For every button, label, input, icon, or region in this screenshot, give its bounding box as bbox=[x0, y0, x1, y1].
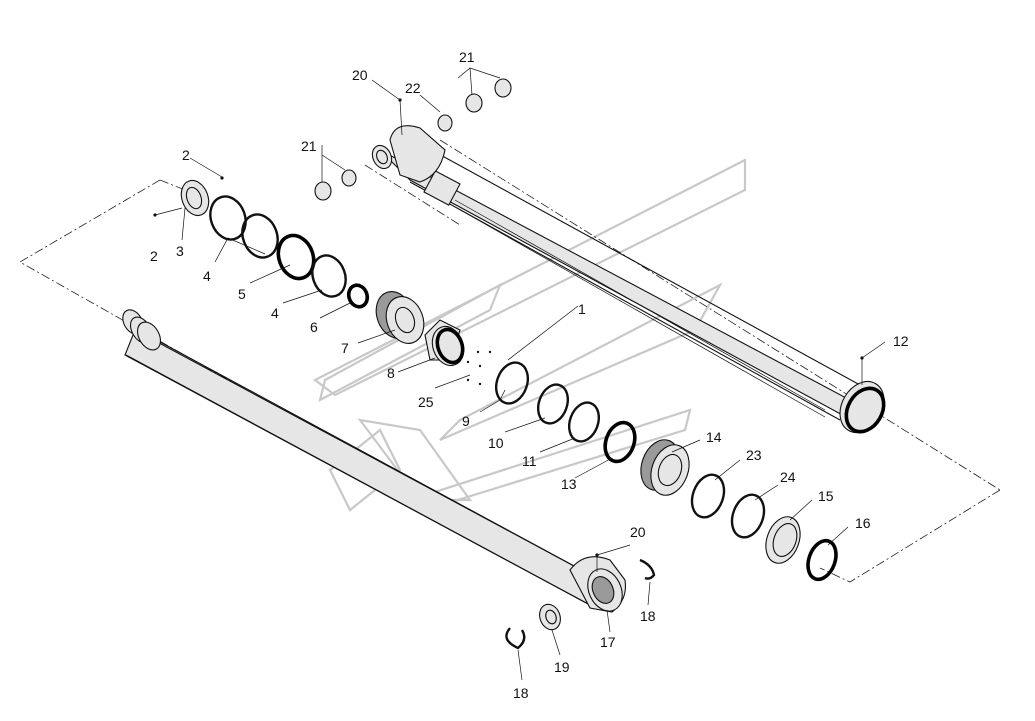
callout-2-upper: 2 bbox=[182, 147, 190, 163]
callout-4-upper: 4 bbox=[203, 268, 211, 284]
callout-6: 6 bbox=[310, 319, 318, 335]
callout-13: 13 bbox=[561, 476, 577, 492]
callout-22: 22 bbox=[405, 80, 421, 96]
callout-3: 3 bbox=[176, 243, 184, 259]
seal-rings-left bbox=[209, 195, 370, 309]
seal-rings-middle bbox=[494, 361, 637, 464]
callout-10: 10 bbox=[488, 435, 504, 451]
callout-4-lower: 4 bbox=[271, 305, 279, 321]
callout-21-upper: 21 bbox=[459, 49, 475, 65]
callout-9: 9 bbox=[462, 413, 470, 429]
callout-17: 17 bbox=[600, 634, 616, 650]
callout-25: 25 bbox=[418, 394, 434, 410]
guide-dots bbox=[466, 350, 492, 386]
bushings bbox=[314, 78, 512, 201]
callout-18-right: 18 bbox=[640, 608, 656, 624]
rod-eye bbox=[569, 556, 627, 613]
callout-20-upper: 20 bbox=[352, 67, 368, 83]
reference-dots bbox=[153, 98, 864, 557]
assembly-guide-lines bbox=[19, 139, 1001, 591]
cylinder-barrel bbox=[371, 125, 886, 434]
callout-5: 5 bbox=[238, 286, 246, 302]
piston-head bbox=[640, 439, 690, 496]
callout-18-left: 18 bbox=[513, 685, 529, 701]
callout-8: 8 bbox=[387, 365, 395, 381]
callout-23: 23 bbox=[746, 447, 762, 463]
bearing-and-circlips bbox=[505, 558, 656, 650]
callout-7: 7 bbox=[341, 340, 349, 356]
callout-1: 1 bbox=[578, 301, 586, 317]
leader-lines bbox=[154, 67, 886, 681]
callout-21-left: 21 bbox=[301, 138, 317, 154]
callout-19: 19 bbox=[554, 659, 570, 675]
callout-labels: 1 2 2 3 4 4 5 6 7 8 9 10 11 12 13 14 15 … bbox=[150, 49, 909, 701]
gland-nut bbox=[180, 179, 210, 217]
callout-20-lower: 20 bbox=[630, 524, 646, 540]
guide-ring-and-piston bbox=[375, 291, 465, 367]
callout-16: 16 bbox=[855, 515, 871, 531]
callout-14: 14 bbox=[706, 429, 722, 445]
callout-15: 15 bbox=[818, 488, 834, 504]
callout-12: 12 bbox=[893, 333, 909, 349]
callout-24: 24 bbox=[780, 469, 796, 485]
callout-2-lower: 2 bbox=[150, 248, 158, 264]
callout-11: 11 bbox=[522, 453, 537, 469]
seal-rings-right bbox=[690, 473, 838, 582]
